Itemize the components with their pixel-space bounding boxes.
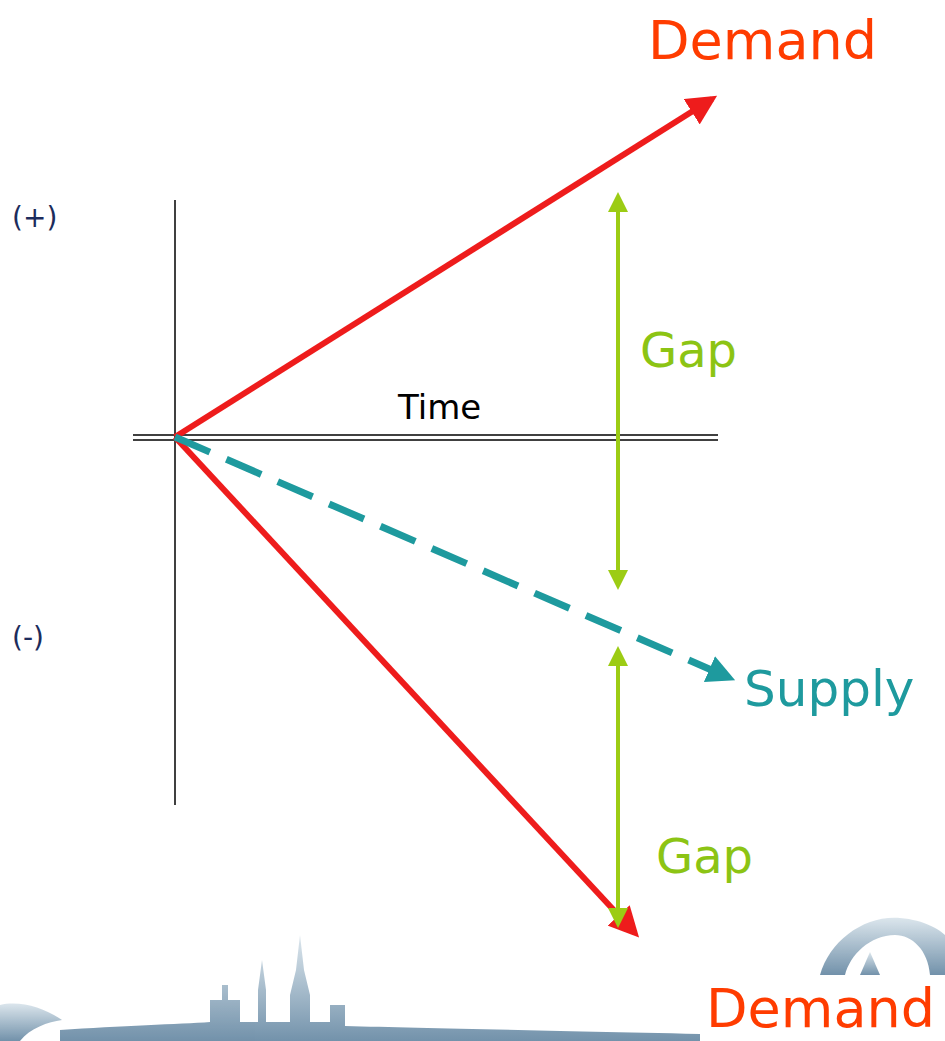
axis-label: Time — [398, 390, 481, 424]
axis-sign: (-) — [12, 624, 44, 652]
demand-arrow — [175, 437, 635, 933]
gap-arrow — [616, 650, 620, 924]
gap-label: Gap — [640, 326, 737, 374]
demand-arrow — [175, 99, 712, 437]
axis-sign: (+) — [12, 204, 57, 232]
supply-arrow — [175, 437, 730, 678]
supply-label: Supply — [744, 664, 914, 714]
gap-arrow — [616, 196, 620, 586]
vertical-axis — [174, 200, 176, 805]
time-axis — [133, 434, 718, 436]
gap-label: Gap — [656, 832, 753, 880]
time-axis — [133, 439, 718, 441]
demand-label: Demand — [706, 982, 935, 1036]
skyline-watermark — [0, 918, 945, 1041]
demand-label: Demand — [648, 14, 877, 68]
